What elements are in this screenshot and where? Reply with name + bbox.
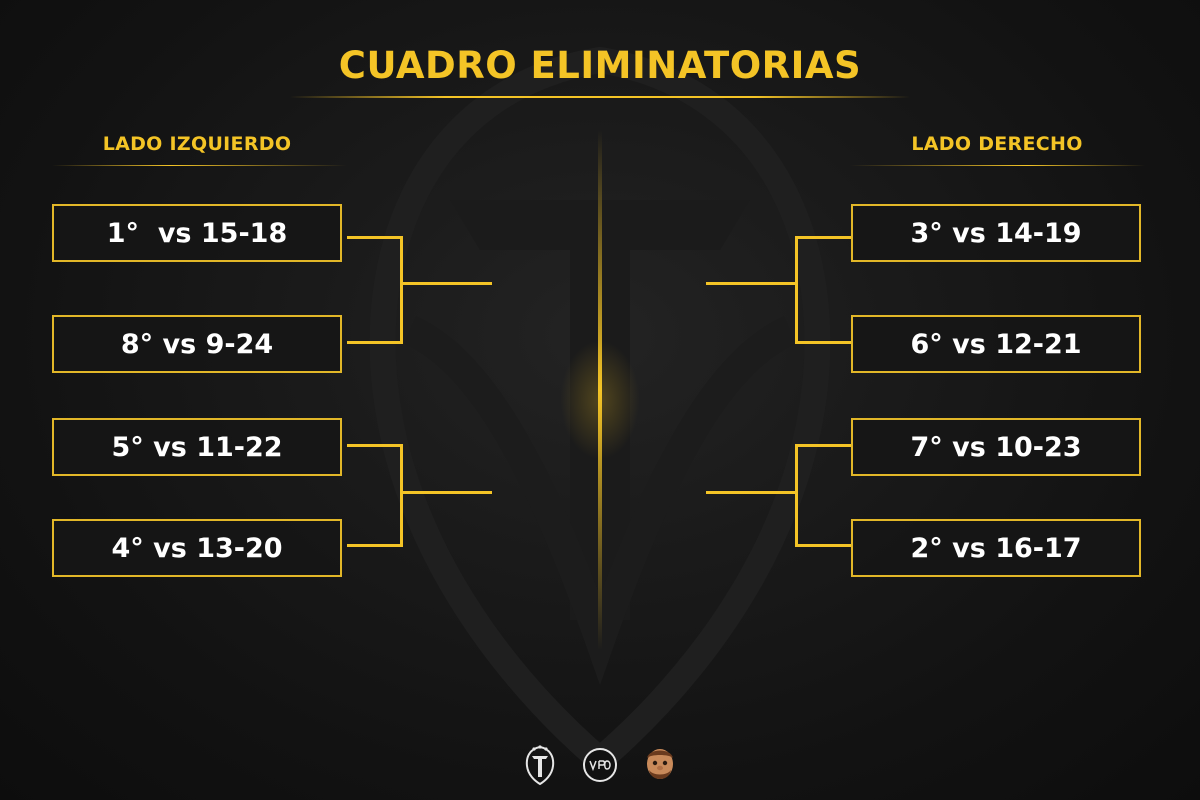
left-bracket-connector	[347, 341, 403, 344]
right-side-underline	[850, 165, 1145, 166]
left-bracket-connector	[347, 544, 403, 547]
vpo-logo-icon	[583, 748, 617, 782]
left-bracket-connector	[400, 491, 492, 494]
left-bracket-connector	[347, 236, 403, 239]
left-match-3: 5° vs 11-22	[52, 418, 342, 476]
left-side-underline	[52, 165, 347, 166]
center-divider	[598, 130, 602, 650]
left-match-4: 4° vs 13-20	[52, 519, 342, 577]
left-match-2: 8° vs 9-24	[52, 315, 342, 373]
left-match-1: 1° vs 15-18	[52, 204, 342, 262]
right-side-label: LADO DERECHO	[911, 133, 1083, 155]
title-underline	[290, 96, 910, 98]
mascot-face-icon	[647, 749, 673, 779]
left-bracket-connector	[400, 236, 403, 344]
right-match-1: 3° vs 14-19	[851, 204, 1141, 262]
club-crest-icon	[525, 745, 555, 786]
right-bracket-connector	[795, 341, 851, 344]
right-bracket-connector	[706, 491, 798, 494]
right-bracket-connector	[795, 444, 798, 547]
right-bracket-connector	[706, 282, 798, 285]
left-bracket-connector	[347, 444, 403, 447]
left-bracket-connector	[400, 282, 492, 285]
page-title: CUADRO ELIMINATORIAS	[338, 44, 862, 87]
right-match-2: 6° vs 12-21	[851, 315, 1141, 373]
left-side-label: LADO IZQUIERDO	[102, 133, 292, 155]
right-bracket-connector	[795, 444, 851, 447]
right-bracket-connector	[795, 544, 851, 547]
left-bracket-connector	[400, 444, 403, 547]
right-match-4: 2° vs 16-17	[851, 519, 1141, 577]
right-bracket-connector	[795, 236, 851, 239]
right-bracket-connector	[795, 236, 798, 344]
right-match-3: 7° vs 10-23	[851, 418, 1141, 476]
footer-logos	[0, 740, 1200, 790]
